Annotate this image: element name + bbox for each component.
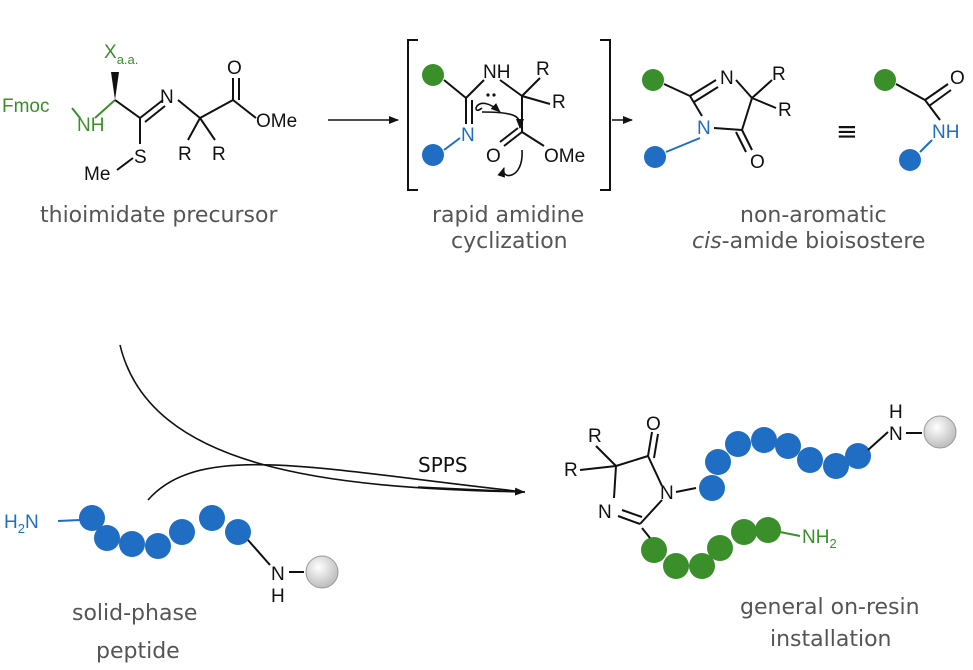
solid-phase-caption-line1: solid-phase [72, 601, 197, 626]
peptide-residue [199, 505, 225, 531]
product-caption-line1: non-aromatic [740, 203, 887, 228]
r1-label: R [178, 144, 192, 165]
x-sidechain-label: Xa.a. [104, 42, 138, 67]
equivalence-sign: ≡ [836, 117, 858, 147]
green-chain-residue [689, 553, 715, 579]
cis-amide-structure: O NH [874, 68, 965, 171]
ring-n-resin-label: N [660, 483, 674, 504]
blue-chain-residue [705, 449, 731, 475]
amide-o-label: O [950, 68, 965, 89]
cyclization-caption-line2: cyclization [451, 229, 568, 254]
green-chain-residue [731, 519, 757, 545]
s-label: S [134, 147, 147, 168]
lower-curved-arrow [147, 463, 526, 501]
blue-chain-residue [699, 475, 725, 501]
stereo-wedge [111, 72, 119, 100]
installation-caption-line1: general on-resin [740, 595, 920, 620]
fmoc-n-bond [71, 107, 81, 119]
solid-phase-caption-line2: peptide [96, 639, 180, 664]
resin-bead [305, 555, 339, 589]
installation-caption-line2: installation [770, 627, 891, 652]
r-label-prod-1: R [772, 64, 786, 85]
nh2-terminus-label: NH2 [802, 527, 837, 551]
blue-residue-ball-product [644, 146, 666, 168]
imidazolinone-product-structure: N R R O N [642, 64, 792, 173]
amide-nh-label: NH [932, 122, 959, 143]
resin-h-label: H [271, 586, 285, 607]
r2-label: R [212, 144, 226, 165]
peptide-residue [225, 519, 251, 545]
blue-chain-residue [797, 447, 823, 473]
spps-label: SPPS [418, 453, 468, 477]
blue-chain-residue [823, 453, 849, 479]
blue-chain-residue [751, 427, 777, 453]
thioimidate-precursor-structure: Fmoc NH Xa.a. N S Me R R O OMe [2, 42, 297, 185]
peptide-residue [79, 505, 105, 531]
h2n-terminus-label: H2N [4, 512, 39, 536]
imine-n-label: N [160, 87, 174, 108]
green-residue-ball-amide [874, 69, 896, 91]
green-chain-residue [641, 537, 667, 563]
resin-n-label-2: N [889, 424, 903, 445]
green-chain-residue [755, 517, 781, 543]
amidine-intermediate-structure: NH N R R O OMe [407, 39, 611, 191]
curly-arrow-2 [481, 111, 524, 129]
resin-bead-2 [923, 415, 957, 449]
green-chain-residue [707, 535, 733, 561]
r-label-resin-1: R [588, 426, 602, 447]
nh-label: NH [77, 115, 104, 136]
o-label-prod: O [750, 152, 765, 173]
curly-arrow-1 [475, 102, 501, 113]
spps-arrow [417, 486, 525, 496]
s-me-bond [116, 157, 134, 171]
blue-chain-residue [775, 433, 801, 459]
o-label-int: O [486, 146, 501, 167]
blue-residue-ball-amide [899, 149, 921, 171]
calpha-c-bond [114, 99, 141, 119]
green-residue-ball-product [642, 69, 664, 91]
nh-label-intermediate: NH [483, 62, 510, 83]
r-label-prod-2: R [778, 100, 792, 121]
fmoc-label: Fmoc [2, 96, 50, 117]
r-label-int-2: R [552, 92, 566, 113]
blue-residue-ball [422, 144, 444, 166]
me-label: Me [84, 164, 110, 185]
ring-n-label: N [720, 68, 734, 89]
ome-label-int: OMe [544, 146, 585, 167]
right-bracket [600, 39, 611, 191]
resin-h-label-2: H [889, 402, 903, 423]
blue-chain-residue [725, 431, 751, 457]
o-label-resin: O [646, 414, 661, 435]
c-n-double-bond [139, 99, 164, 119]
peptide-residue [94, 525, 120, 551]
carbonyl-o-label: O [227, 58, 242, 79]
precursor-caption: thioimidate precursor [40, 203, 278, 228]
n-cq-bond [177, 99, 201, 119]
product-caption-line2: cis-amide bioisostere [692, 229, 925, 254]
n-calpha-bond [94, 99, 116, 119]
upper-curved-arrow [119, 344, 526, 493]
r-label-int-1: R [536, 59, 550, 80]
solid-phase-peptide-structure: H2N N H [4, 505, 339, 607]
curly-arrow-3 [497, 149, 523, 178]
green-chain-residue [663, 553, 689, 579]
resin-n-label: N [271, 564, 285, 585]
ring-n2-resin-label: N [598, 502, 612, 523]
ring-n2-label: N [697, 118, 711, 139]
left-bracket [407, 39, 418, 191]
green-residue-ball [422, 64, 444, 86]
ome-label: OMe [256, 111, 297, 132]
cq-ester-bond [199, 99, 234, 119]
on-resin-product-structure: R R O N N H N [564, 402, 957, 579]
cyclization-caption-line1: rapid amidine [432, 203, 584, 228]
peptide-residue [119, 531, 145, 557]
peptide-residue [169, 519, 195, 545]
amidine-n-label: N [461, 125, 475, 146]
peptide-residue [145, 533, 171, 559]
r-label-resin-2: R [564, 460, 578, 481]
blue-chain-residue [845, 443, 871, 469]
